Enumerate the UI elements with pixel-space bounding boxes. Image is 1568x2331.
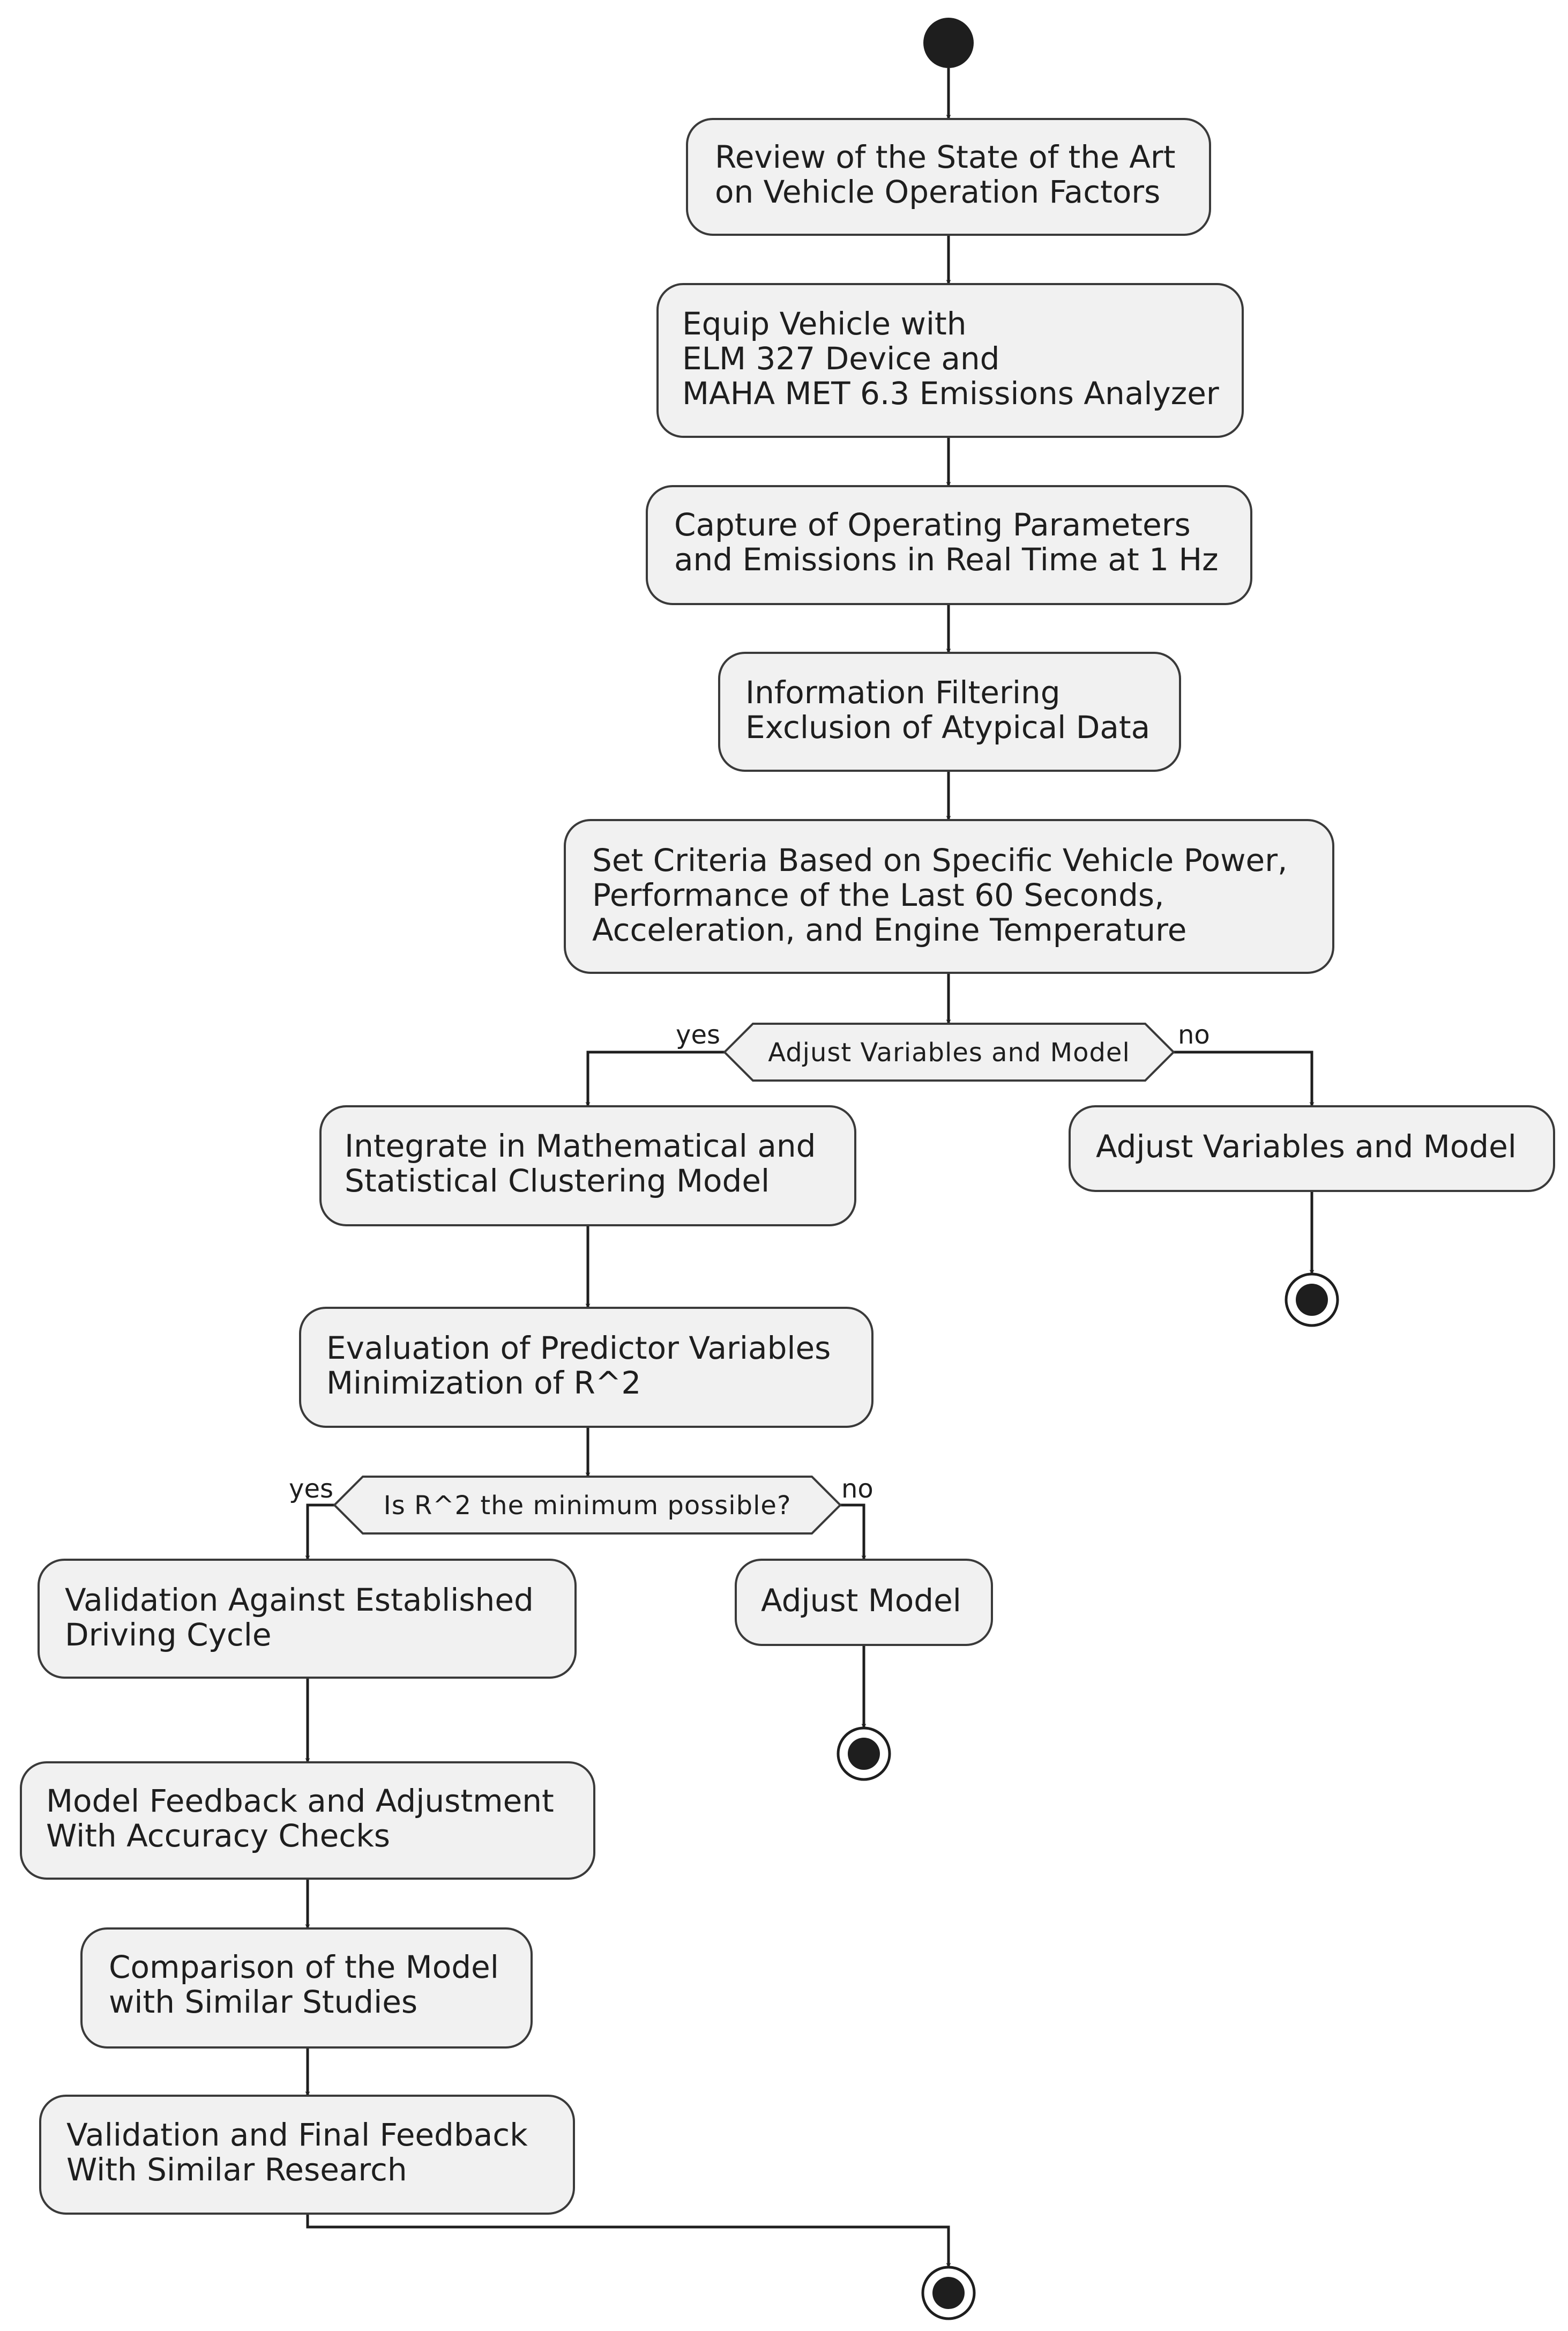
action-evaluation-predictors: Evaluation of Predictor Variables Minimi… [299,1307,873,1428]
node-text-line: ELM 327 Device and [682,340,1000,377]
action-equip-vehicle: Equip Vehicle with ELM 327 Device and MA… [656,283,1244,438]
edge-decision1-no [1174,1051,1315,1107]
node-text-line: Adjust Model [761,1582,961,1619]
decision-r2-minimum: Is R^2 the minimum possible? [333,1476,842,1535]
decision-label: Adjust Variables and Model [768,1038,1130,1068]
action-capture-parameters: Capture of Operating Parameters and Emis… [646,485,1252,605]
node-text-line: Evaluation of Predictor Variables [326,1330,831,1366]
action-review-state-of-art: Review of the State of the Art on Vehicl… [686,118,1211,236]
node-text-line: With Accuracy Checks [46,1818,390,1854]
end-node-final [921,2266,976,2320]
decision-label: Is R^2 the minimum possible? [384,1491,792,1521]
node-text-line: Comparison of the Model [109,1949,499,1985]
node-text-line: Equip Vehicle with [682,306,967,342]
node-text-line: Set Criteria Based on Specific Vehicle P… [592,842,1288,878]
action-set-criteria: Set Criteria Based on Specific Vehicle P… [564,819,1334,974]
action-integrate-clustering-model: Integrate in Mathematical and Statistica… [319,1105,856,1226]
node-text-line: Model Feedback and Adjustment [46,1783,554,1819]
edge-decision1-yes [585,1051,725,1107]
edge-final-end [306,2214,951,2268]
end-node-adjust-model [837,1726,891,1781]
edge-decision2-yes [305,1503,334,1560]
node-text-line: Adjust Variables and Model [1096,1128,1517,1165]
node-text-line: on Vehicle Operation Factors [715,174,1160,210]
node-text-line: Validation and Final Feedback [66,2117,528,2153]
node-text-line: Minimization of R^2 [326,1365,641,1401]
edge-decision2-no [840,1503,867,1560]
node-text-line: Review of the State of the Art [715,139,1176,175]
node-text-line: Validation Against Established [65,1582,534,1618]
node-text-line: with Similar Studies [109,1984,417,2020]
node-text-line: With Similar Research [66,2151,407,2188]
action-adjust-variables-model: Adjust Variables and Model [1069,1105,1555,1192]
node-text-line: Capture of Operating Parameters [674,507,1191,543]
node-text-line: Information Filtering [745,674,1061,711]
branch-label-no: no [841,1474,873,1504]
branch-label-yes: yes [289,1474,333,1504]
node-text-line: Statistical Clustering Model [345,1163,770,1199]
decision-adjust-variables: Adjust Variables and Model [723,1023,1175,1082]
branch-label-yes: yes [676,1020,720,1050]
node-text-line: Acceleration, and Engine Temperature [592,912,1186,948]
action-comparison-studies: Comparison of the Model with Similar Stu… [80,1927,533,2049]
branch-label-no: no [1178,1020,1210,1050]
start-node [923,18,974,68]
node-text-line: and Emissions in Real Time at 1 Hz [674,541,1219,578]
node-text-line: Driving Cycle [65,1617,272,1653]
node-text-line: MAHA MET 6.3 Emissions Analyzer [682,375,1219,412]
action-adjust-model: Adjust Model [735,1559,993,1646]
node-text-line: Integrate in Mathematical and [345,1128,816,1164]
end-node-adjust-variables [1285,1272,1339,1327]
action-model-feedback: Model Feedback and Adjustment With Accur… [20,1761,595,1880]
node-text-line: Exclusion of Atypical Data [745,709,1150,746]
action-information-filtering: Information Filtering Exclusion of Atypi… [718,652,1181,772]
action-validation-driving-cycle: Validation Against Established Driving C… [38,1559,577,1679]
action-final-validation: Validation and Final Feedback With Simil… [39,2095,575,2215]
node-text-line: Performance of the Last 60 Seconds, [592,877,1164,913]
